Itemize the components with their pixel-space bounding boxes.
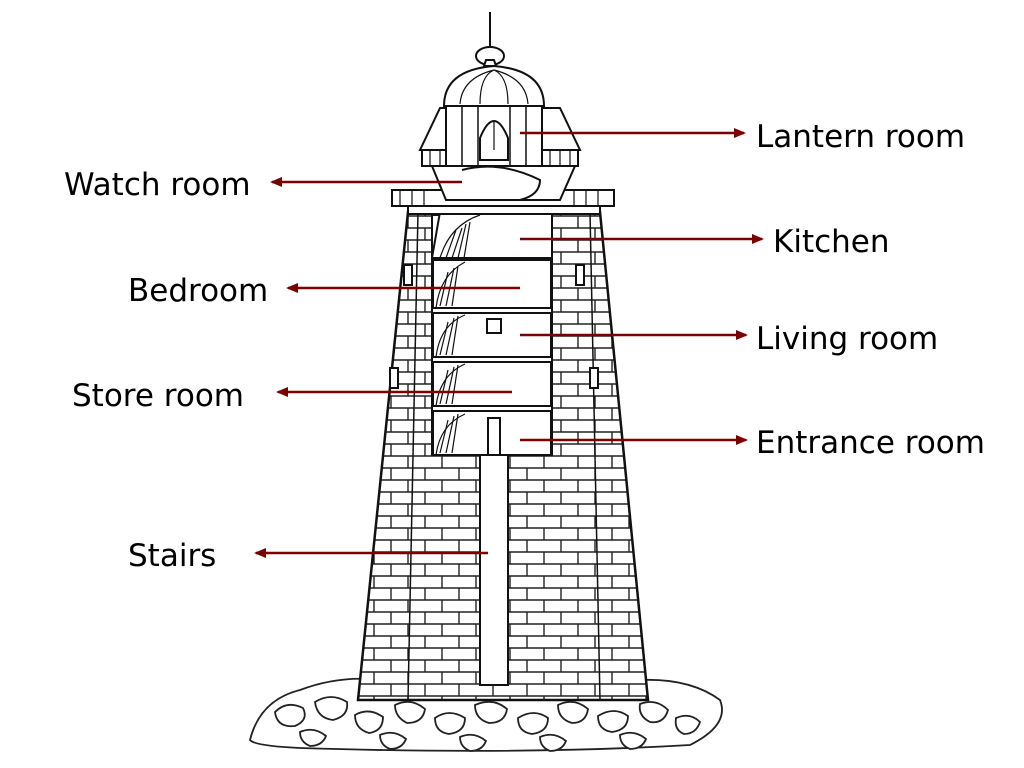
window-brackets [389, 264, 599, 389]
label-entrance-room: Entrance room [756, 425, 985, 461]
label-stairs: Stairs [128, 538, 217, 574]
spiral-stairs [435, 214, 481, 456]
label-bedroom: Bedroom [128, 273, 269, 309]
lantern [418, 12, 582, 167]
gallery [391, 165, 615, 215]
label-watch-room: Watch room [64, 167, 251, 203]
label-lantern-room: Lantern room [756, 119, 966, 155]
label-kitchen: Kitchen [773, 224, 890, 260]
label-arrows [254, 128, 764, 558]
label-living-room: Living room [756, 321, 939, 357]
label-store-room: Store room [72, 378, 244, 414]
